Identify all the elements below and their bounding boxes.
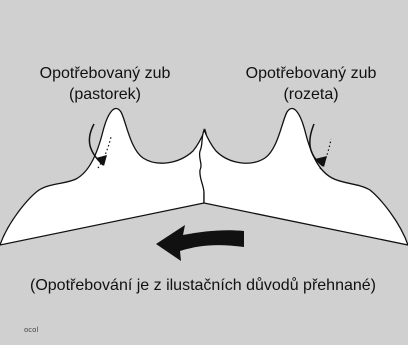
right-gear-teeth <box>200 108 408 245</box>
rotation-direction-arrow <box>156 225 244 261</box>
corner-mark: ocol <box>24 326 38 334</box>
diagram-caption: (Opotřebování je z ilustačních důvodů př… <box>10 275 396 297</box>
left-gear-teeth <box>0 108 209 245</box>
right-worn-tooth-label: Opotřebovaný zub (rozeta) <box>221 63 401 105</box>
left-worn-tooth-label: Opotřebovaný zub (pastorek) <box>5 63 205 105</box>
